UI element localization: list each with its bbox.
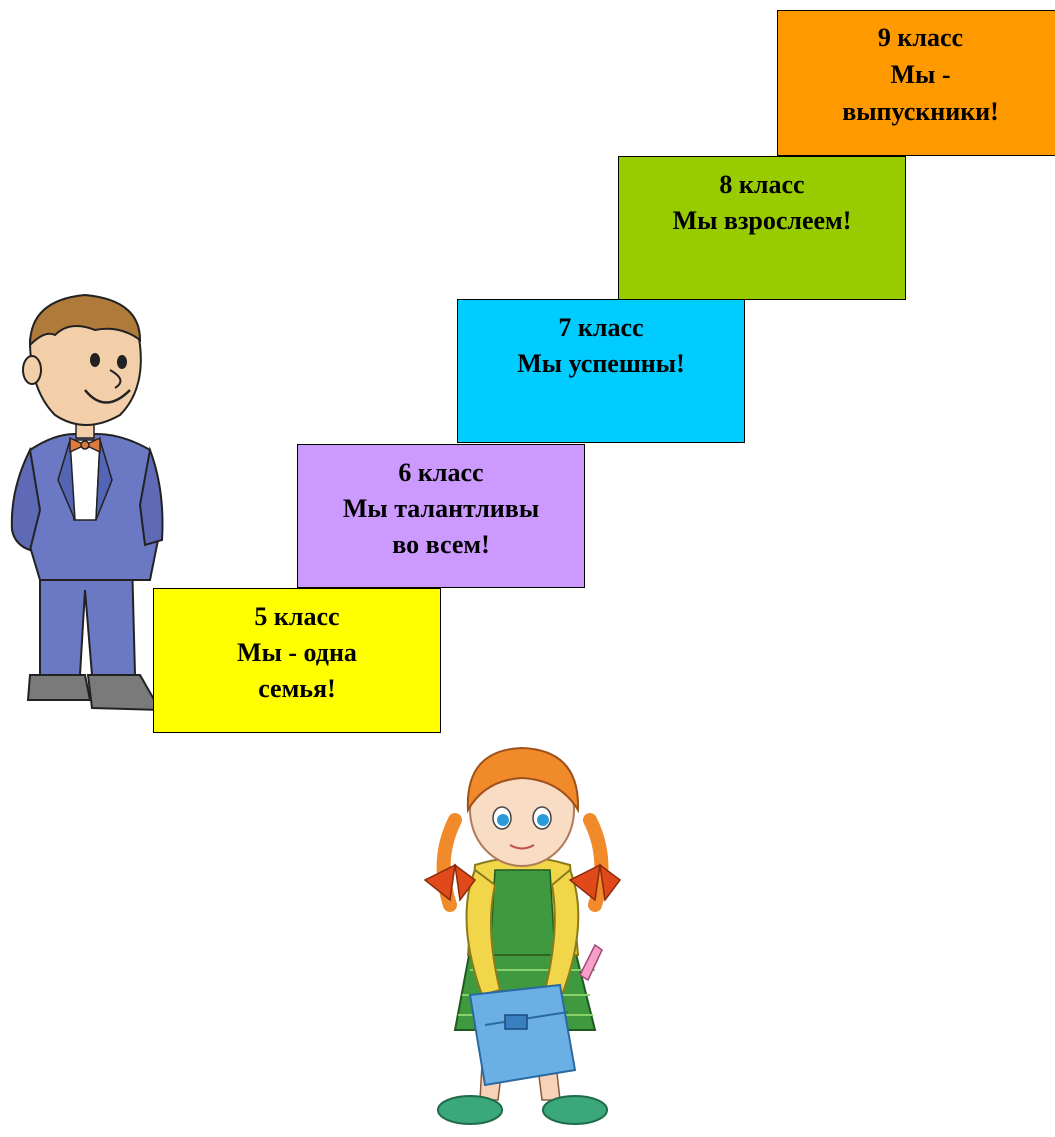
step-motto-line: во всем! bbox=[392, 530, 490, 559]
step-grade-label: 8 класс bbox=[719, 170, 805, 199]
step-grade-7: 7 класс Мы успешны! bbox=[457, 299, 745, 443]
step-grade-label: 7 класс bbox=[558, 313, 644, 342]
step-motto-line: семья! bbox=[258, 674, 336, 703]
step-motto-line: Мы взрослеем! bbox=[672, 206, 852, 235]
step-motto-line: Мы талантливы bbox=[342, 494, 540, 523]
girl-illustration bbox=[423, 746, 622, 1125]
boy-illustration bbox=[10, 293, 164, 712]
step-grade-label: 6 класс bbox=[398, 458, 484, 487]
step-motto-line: выпускники! bbox=[842, 97, 999, 126]
step-motto-line: Мы - bbox=[890, 60, 951, 89]
step-grade-5: 5 класс Мы - одна семья! bbox=[153, 588, 441, 733]
step-grade-label: 5 класс bbox=[254, 602, 340, 631]
step-motto-line: Мы - одна bbox=[237, 638, 357, 667]
step-motto-line: Мы успешны! bbox=[517, 349, 685, 378]
step-grade-6: 6 класс Мы талантливы во всем! bbox=[297, 444, 585, 588]
step-grade-8: 8 класс Мы взрослеем! bbox=[618, 156, 906, 300]
step-grade-9: 9 класс Мы - выпускники! bbox=[777, 10, 1055, 156]
step-grade-label: 9 класс bbox=[877, 23, 964, 52]
